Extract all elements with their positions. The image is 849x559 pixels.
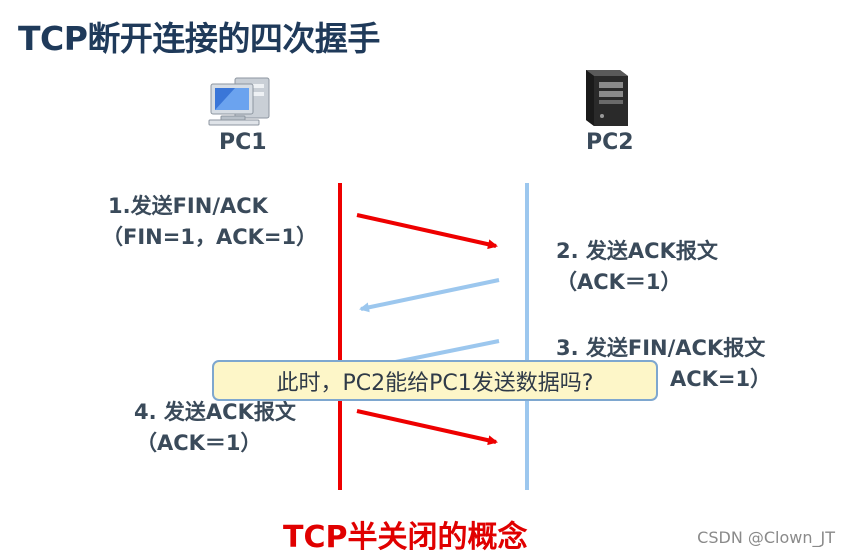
step4-line1: 4. 发送ACK报文 bbox=[134, 400, 296, 424]
question-callout: 此时，PC2能给PC1发送数据吗? bbox=[212, 360, 658, 401]
watermark: CSDN @Clown_JT bbox=[697, 528, 835, 547]
step1-label: 1.发送FIN/ACK （FIN=1，ACK=1） bbox=[102, 191, 317, 253]
half-close-concept: TCP半关闭的概念 bbox=[283, 520, 528, 555]
step2-line1: 2. 发送ACK报文 bbox=[556, 239, 718, 263]
step2-line2: （ACK＝1） bbox=[556, 270, 682, 294]
step4-label: 4. 发送ACK报文 （ACK＝1） bbox=[134, 397, 296, 459]
arrow-step4 bbox=[356, 409, 498, 446]
step1-line2: （FIN=1，ACK=1） bbox=[102, 225, 318, 249]
step4-line2: （ACK＝1） bbox=[136, 431, 262, 455]
pc1-label: PC1 bbox=[219, 130, 267, 155]
diagram-title: TCP断开连接的四次握手 bbox=[18, 19, 380, 58]
step3-line1: 3. 发送FIN/ACK报文 bbox=[556, 336, 766, 360]
arrow-step1 bbox=[356, 213, 498, 250]
step1-line1: 1.发送FIN/ACK bbox=[108, 194, 268, 218]
pc2-label: PC2 bbox=[586, 130, 634, 155]
server-tower-icon bbox=[580, 66, 632, 132]
arrow-step2 bbox=[359, 278, 500, 313]
desktop-computer-icon bbox=[207, 70, 273, 130]
step2-label: 2. 发送ACK报文 （ACK＝1） bbox=[556, 236, 718, 298]
